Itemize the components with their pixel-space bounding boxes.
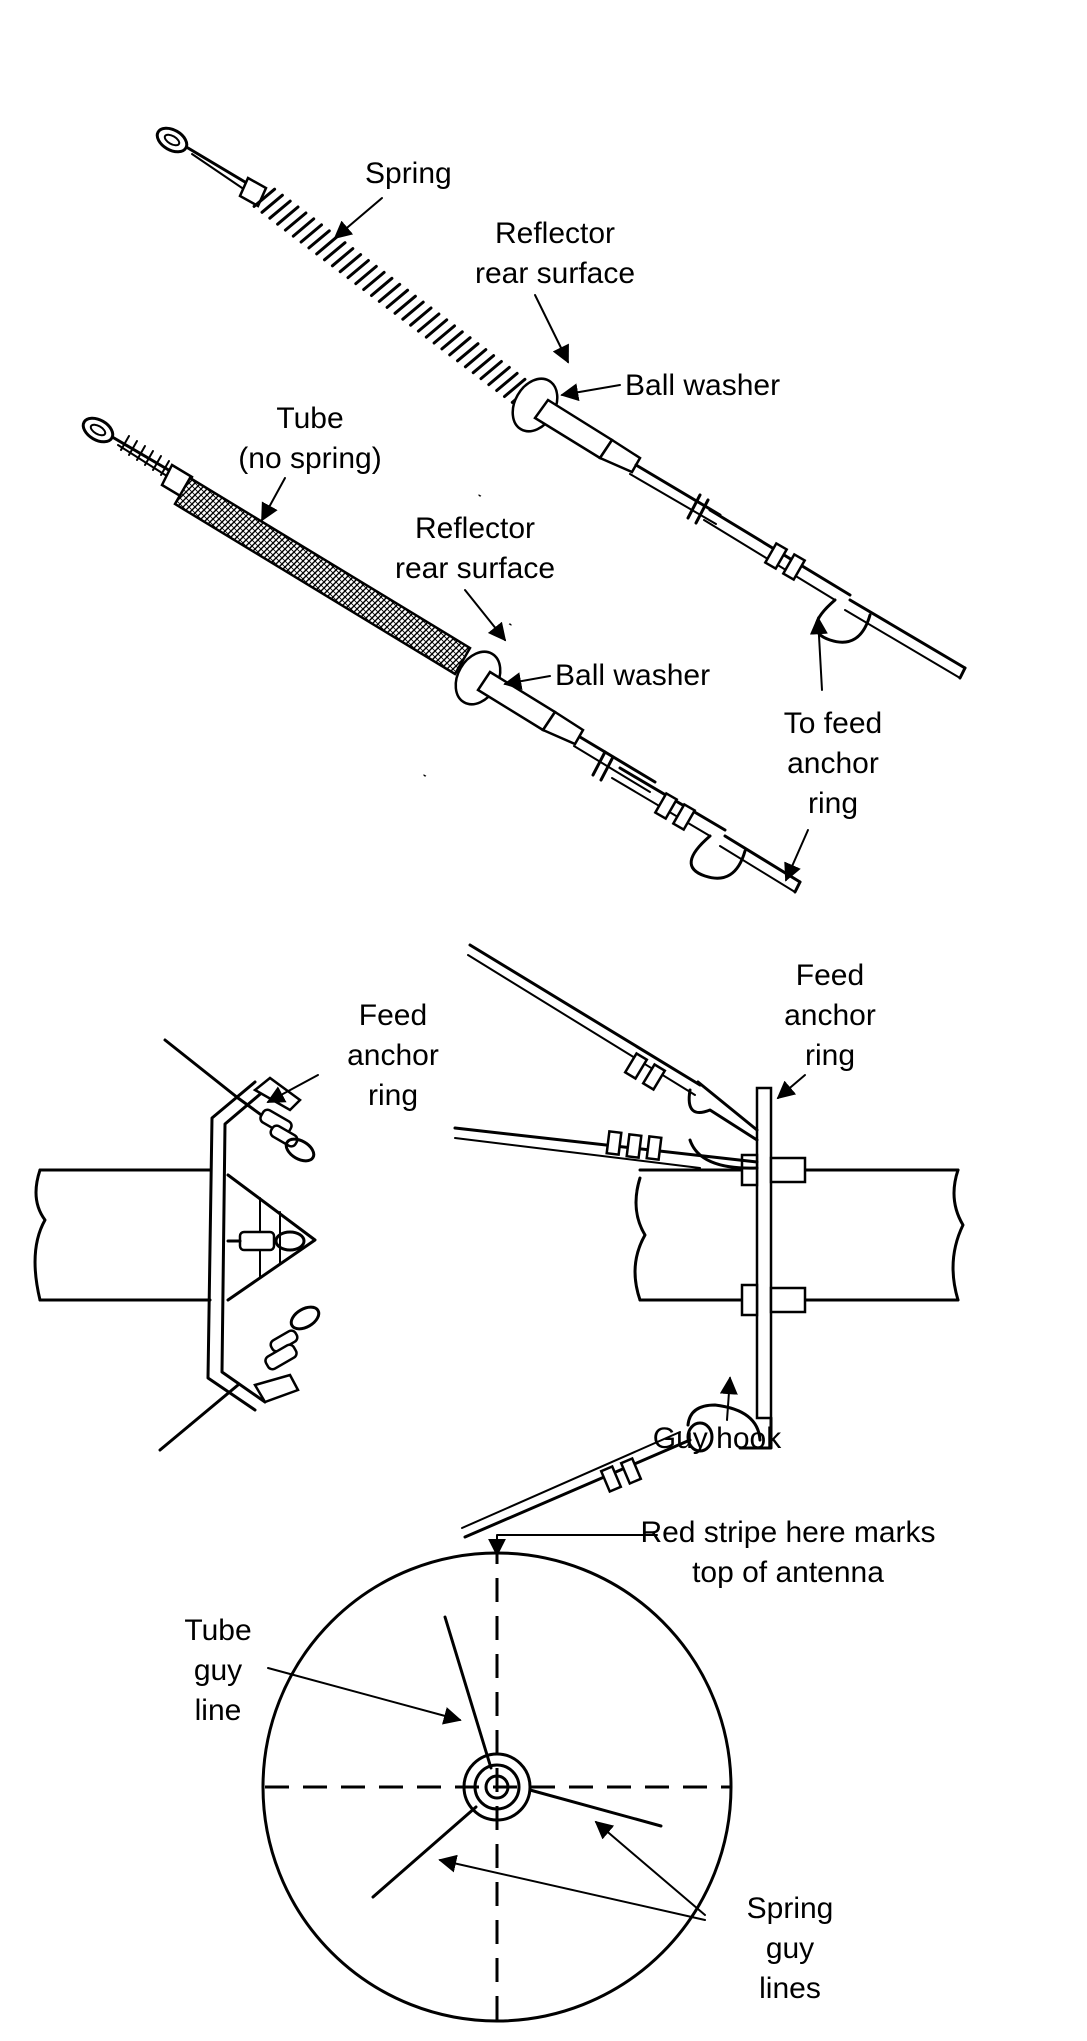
spring-coil (495, 371, 519, 392)
tube-guy-label-line2: guy (194, 1654, 242, 1687)
ball-washer-label: Ball washer (625, 369, 780, 402)
thread-mark (144, 450, 154, 466)
reflector-label-line1: Reflector (415, 512, 535, 545)
nut-icon (238, 176, 268, 208)
tube-label-line2: (no spring) (238, 442, 381, 475)
thimble-icon (814, 598, 872, 644)
spring-coil (260, 193, 284, 214)
guy-hook-icon (738, 1416, 773, 1450)
spring-coil (432, 324, 456, 345)
feed-anchor-label-line1: Feed (359, 999, 427, 1032)
to-feed-label-line3: ring (808, 787, 858, 820)
red-stripe-label-line1: Red stripe here marks (640, 1516, 935, 1549)
spring-coil (291, 217, 316, 238)
spring-coil (416, 312, 441, 333)
tube-label-line1: Tube (276, 402, 343, 435)
reflector-label-line2: rear surface (395, 552, 555, 585)
spring-coil (377, 282, 402, 303)
feed-anchor-label-line2: anchor (347, 1039, 439, 1072)
spring-coil (307, 229, 331, 250)
spring-coil (315, 235, 339, 256)
spring-coil (471, 354, 496, 375)
reflector-label-line2: rear surface (475, 257, 635, 290)
eye-loop-icon (81, 416, 115, 444)
feed-anchor-label-line2: anchor (784, 999, 876, 1032)
thread-mark (160, 460, 170, 476)
ball-washer-label: Ball washer (555, 659, 710, 692)
spring-coil (299, 223, 323, 244)
to-feed-label-line1: To feed (784, 707, 882, 740)
spring-coil (448, 336, 472, 357)
spring-coil (346, 259, 370, 280)
thread-mark (120, 435, 130, 451)
tube-guy-assembly (81, 416, 802, 894)
thread-mark (152, 455, 162, 471)
to-feed-label-line2: anchor (787, 747, 879, 780)
spring-coil (370, 276, 394, 297)
eye-loop-icon (155, 126, 189, 154)
feed-anchor-label-line3: ring (368, 1079, 418, 1112)
spring-coil (283, 211, 308, 232)
spring-coil (268, 199, 292, 220)
spring-coil (487, 365, 511, 387)
tube-guy-label-line1: Tube (184, 1614, 251, 1647)
reflector-label-line1: Reflector (495, 217, 615, 250)
spring-coil (503, 377, 527, 398)
spring-coil (409, 306, 433, 327)
red-stripe-label-line2: top of antenna (692, 1556, 884, 1589)
reflector-face-view (261, 1540, 733, 2030)
spring-guy-label-line2: guy (766, 1932, 814, 1965)
spring-coil (385, 288, 410, 309)
spring-coil (330, 247, 355, 268)
spring-icon (252, 187, 543, 410)
spring-coil (424, 318, 449, 339)
anchor-bracket-icon (206, 1080, 257, 1412)
thread-icon (120, 435, 170, 476)
spring-coil (252, 187, 277, 208)
spring-coil (276, 205, 300, 226)
thread-mark (128, 440, 138, 456)
spring-coil (393, 294, 417, 315)
spring-coil (440, 330, 464, 351)
thimble-icon (689, 834, 747, 880)
thread-mark (136, 445, 146, 461)
spring-coil (456, 342, 480, 363)
spring-guy-label-line1: Spring (747, 1892, 834, 1925)
spring-guy-label-line3: lines (759, 1972, 821, 2005)
spring-coil (463, 348, 488, 369)
anchor-ring-plate-icon (755, 1086, 773, 1420)
spring-coil (401, 300, 425, 321)
guy-hook-label: Guy hook (653, 1422, 782, 1455)
feed-anchor-label-line1: Feed (796, 959, 864, 992)
spring-label: Spring (365, 157, 452, 190)
spring-guy-assembly (155, 126, 967, 680)
spring-coil (323, 241, 347, 262)
spring-coil (354, 264, 378, 286)
hub-icon (462, 1752, 532, 1822)
tube-icon (173, 476, 472, 676)
feed-anchor-label-line3: ring (805, 1039, 855, 1072)
pipe-break-icon (33, 1168, 47, 1302)
spring-coil (362, 270, 386, 291)
spring-coil (479, 360, 503, 381)
spring-coil (338, 253, 363, 274)
tube-guy-label-line3: line (195, 1694, 242, 1727)
feed-top-view (453, 943, 965, 1539)
feed-side-view (33, 1038, 321, 1452)
